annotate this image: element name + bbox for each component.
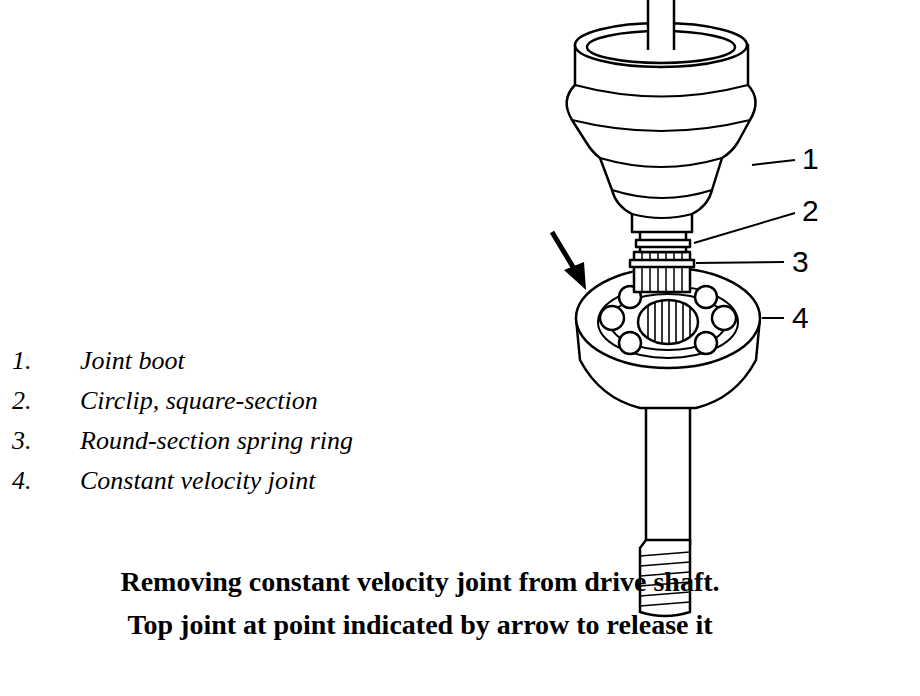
drawing-line — [712, 306, 736, 330]
key-text: Constant velocity joint — [80, 466, 315, 496]
drawing-line — [575, 85, 748, 97]
key-number: 4. — [12, 466, 32, 496]
drawing-line — [598, 286, 738, 358]
drawing-line — [640, 602, 690, 606]
arrow-head — [564, 262, 586, 290]
cv-joint-internals — [598, 286, 738, 358]
drawing-line — [689, 306, 691, 338]
drawing-line — [648, 300, 690, 344]
figure-caption: Removing constant velocity joint from dr… — [100, 560, 740, 646]
drawing-line — [612, 190, 712, 198]
drive-shaft-assembly — [567, 0, 760, 616]
callout-number: 4 — [792, 302, 809, 334]
boot-folds — [572, 85, 750, 218]
drawing-line — [673, 252, 675, 292]
callout-number: 3 — [792, 246, 809, 278]
drawing-line — [654, 302, 656, 342]
callout-number: 2 — [802, 195, 819, 227]
leader-line — [752, 160, 795, 165]
drawing-line — [619, 332, 641, 354]
arrow-shaft — [552, 232, 576, 272]
drawing-line — [682, 302, 684, 342]
drawing-line — [649, 252, 651, 292]
drawing-line — [695, 286, 717, 308]
drawing-line — [665, 252, 667, 292]
shaft-splines — [634, 252, 690, 292]
drawing-line — [640, 562, 690, 566]
drawing-line — [600, 158, 722, 167]
joint-boot — [567, 45, 756, 232]
drawing-line — [640, 552, 690, 556]
leader-line — [762, 317, 784, 319]
key-text: Round-section spring ring — [80, 426, 353, 456]
drive-shaft — [648, 0, 674, 48]
callout-number: 1 — [802, 143, 819, 175]
drive-shaft-edge — [673, 0, 676, 50]
key-number: 3. — [12, 426, 32, 456]
spring-ring — [630, 260, 694, 267]
spline-lines — [642, 252, 682, 292]
drawing-line — [675, 300, 677, 344]
key-text: Circlip, square-section — [80, 386, 318, 416]
circlip — [636, 240, 690, 247]
leader-lines — [694, 160, 795, 318]
drawing-line — [632, 214, 692, 218]
key-number: 2. — [12, 386, 32, 416]
drawing-line — [638, 300, 698, 344]
drawing-line — [661, 300, 663, 344]
leader-line — [696, 262, 784, 263]
leader-line — [694, 213, 795, 243]
release-arrow — [552, 232, 586, 290]
drawing-line — [572, 120, 750, 131]
drawing-line — [641, 252, 643, 292]
drawing-line — [600, 306, 624, 330]
drawing-line — [695, 332, 717, 354]
key-number: 1. — [12, 346, 32, 376]
stub-shaft — [646, 400, 690, 545]
drive-shaft-edge — [647, 0, 650, 50]
drawing-line — [668, 300, 670, 344]
drawing-line — [647, 306, 649, 338]
key-text: Joint boot — [80, 346, 185, 376]
drawing-line — [681, 252, 683, 292]
drawing-line — [657, 252, 659, 292]
